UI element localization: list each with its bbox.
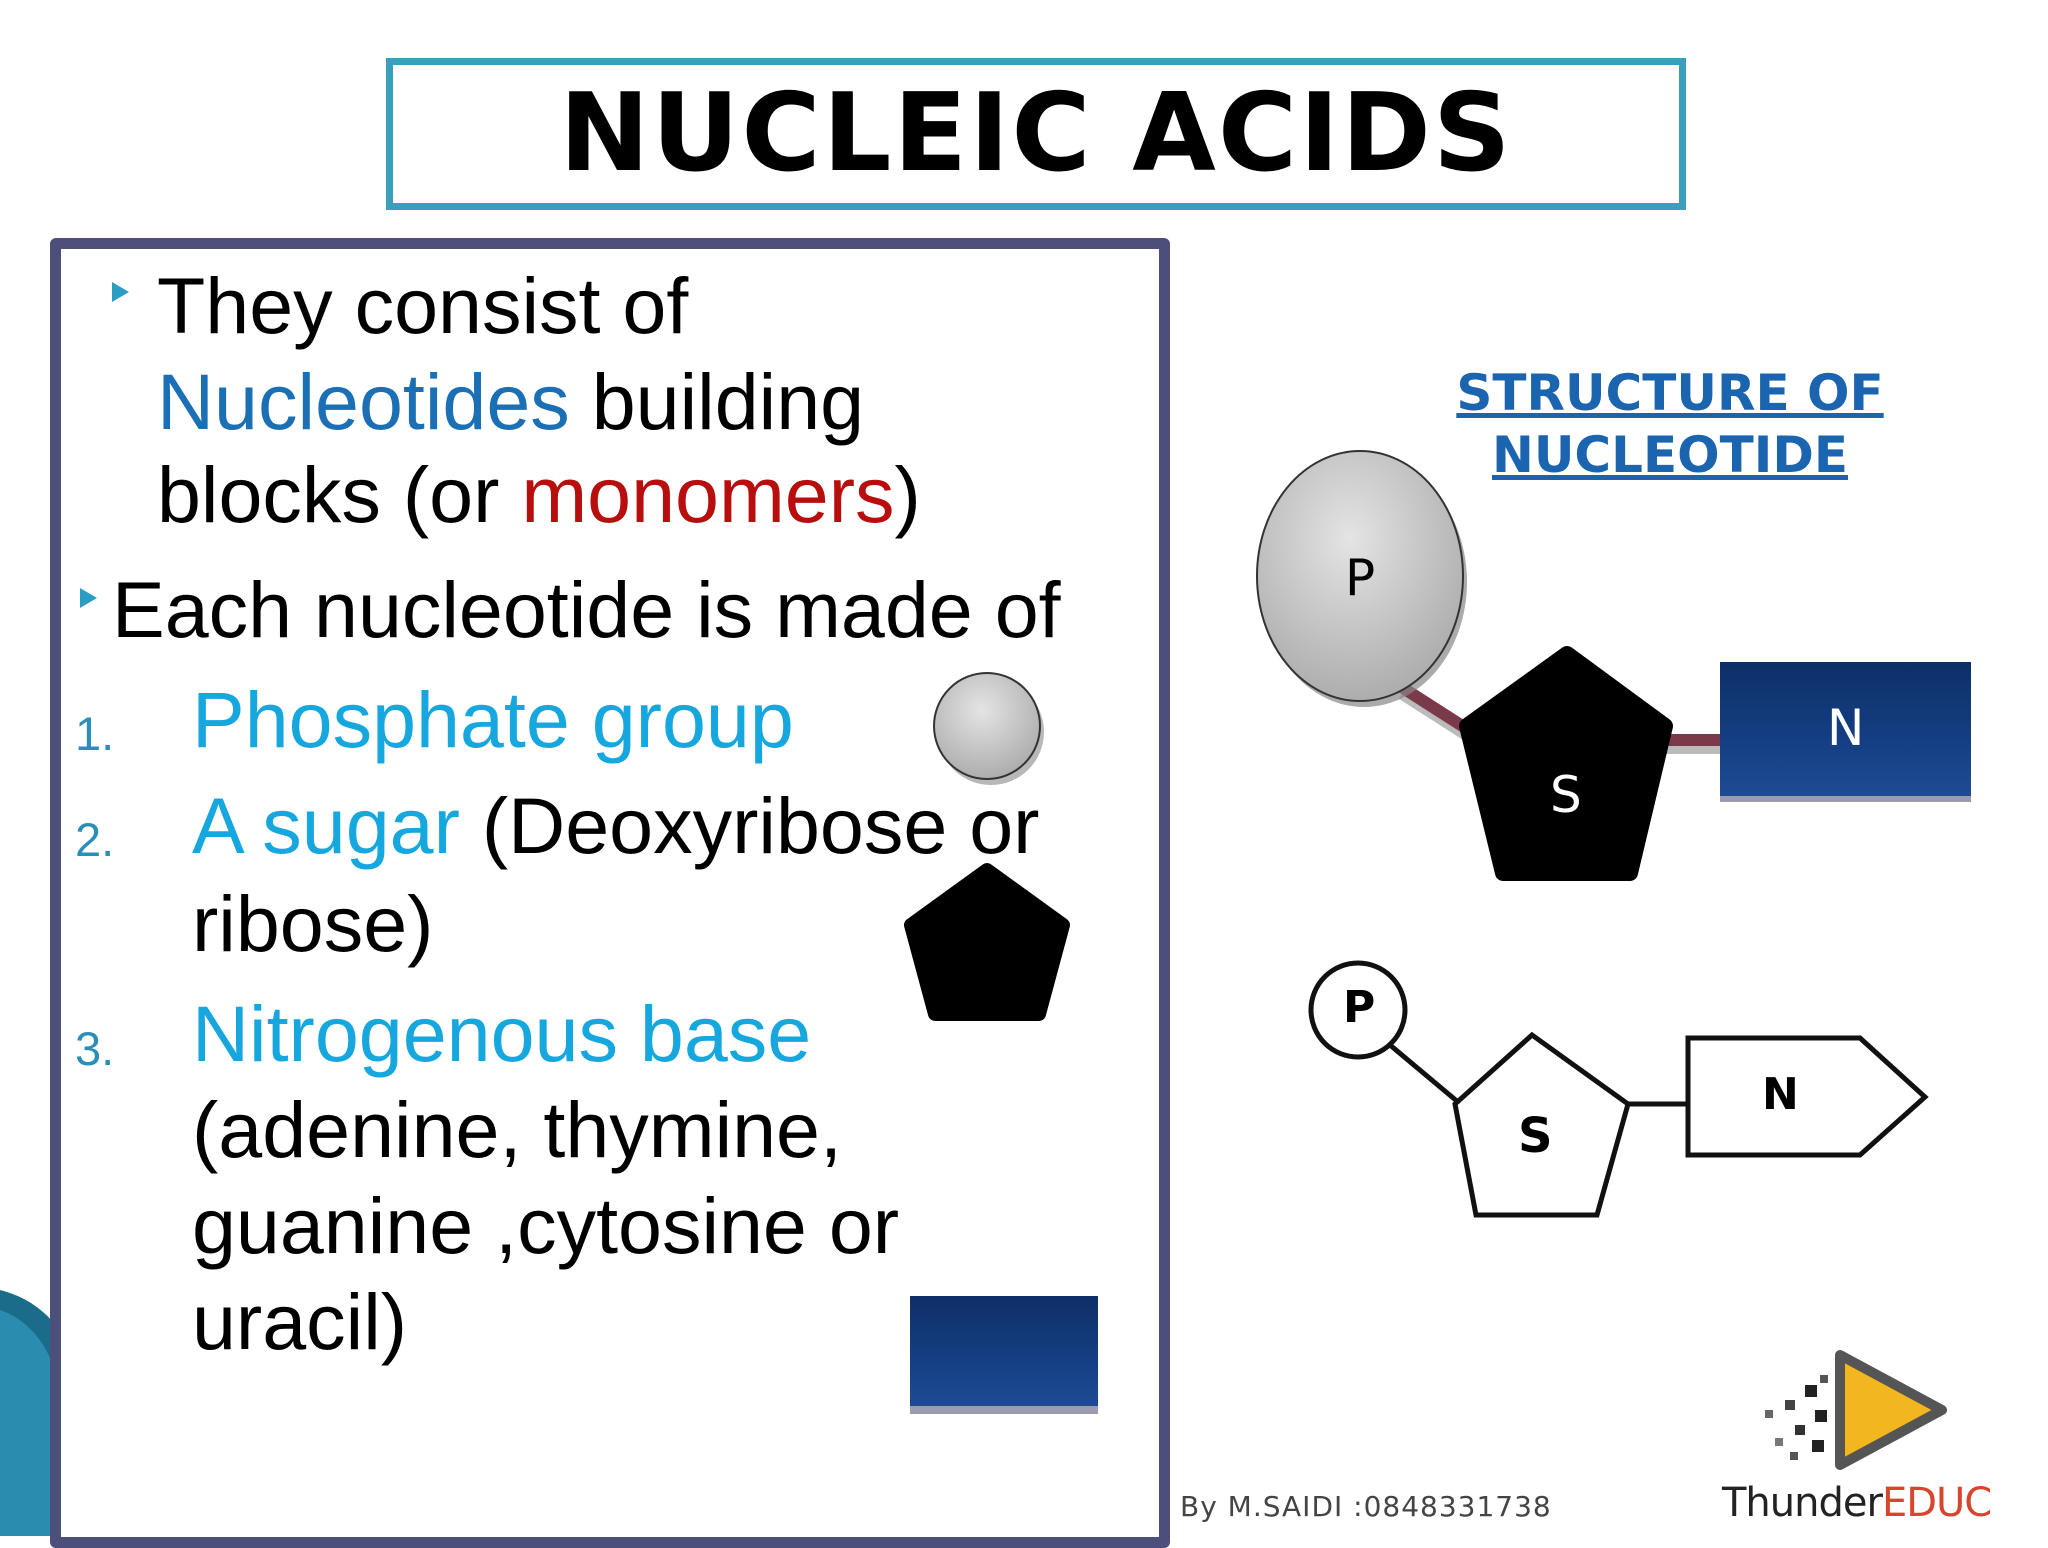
colored-nucleotide-diagram <box>1256 450 1971 881</box>
thundereduc-logo-text: ThunderEDUC <box>1722 1480 1992 1526</box>
component-2-line-2: ribose) <box>192 879 434 968</box>
bullet-1-line-2-rest: building <box>569 357 865 446</box>
list-number: 2. <box>75 813 115 866</box>
bullet-1-line-1: They consist of <box>157 261 689 350</box>
bullet-1-line-3: blocks (or monomers) <box>157 455 921 534</box>
outline-nucleotide-diagram <box>1308 960 1929 1218</box>
outline-phosphate-label: P <box>1343 982 1376 1033</box>
title-box: NUCLEIC ACIDS <box>386 58 1686 210</box>
monomers-term: monomers <box>521 450 895 539</box>
thundereduc-logo-icon <box>1765 1350 1947 1470</box>
component-3-term: Nitrogenous base <box>192 989 812 1078</box>
base-label: N <box>1827 699 1865 757</box>
sugar-label: S <box>1550 766 1582 824</box>
page-title: NUCLEIC ACIDS <box>559 71 1513 196</box>
phosphate-circle-icon <box>933 672 1044 785</box>
logo-text-part-2: EDUC <box>1881 1480 1992 1526</box>
nucleotides-term: Nucleotides <box>157 357 570 446</box>
logo-text-part-1: Thunder <box>1722 1480 1883 1526</box>
component-3-line-2: (adenine, thymine, <box>192 1085 842 1174</box>
component-3-line-3: guanine ,cytosine or <box>192 1181 900 1270</box>
bullet-1-line-3-start: blocks (or <box>157 450 522 539</box>
sugar-pentagon-icon <box>904 863 1070 1021</box>
diagram-heading-line-2: NUCLEOTIDE <box>1491 426 1849 484</box>
bullet-arrow-icon <box>80 588 97 608</box>
component-1-term: Phosphate group <box>192 675 794 764</box>
bullet-1-line-2: Nucleotides building <box>157 362 864 441</box>
component-2-term: A sugar <box>192 781 460 870</box>
component-3-line-4: uracil) <box>192 1277 408 1366</box>
bullet-arrow-icon <box>112 282 129 302</box>
outline-base-label: N <box>1762 1069 1799 1120</box>
outline-sugar-label: S <box>1518 1108 1553 1164</box>
diagram-heading: STRUCTURE OF NUCLEOTIDE <box>1440 362 1900 486</box>
list-number: 3. <box>75 1022 115 1075</box>
component-2-detail: (Deoxyribose or <box>459 781 1040 870</box>
component-2-line-1: A sugar (Deoxyribose or <box>192 786 1039 865</box>
bullet-1-line-3-end: ) <box>894 450 921 539</box>
phosphate-label: P <box>1345 549 1376 607</box>
author-credit: By M.SAIDI :0848331738 <box>1180 1490 1552 1523</box>
list-number: 1. <box>75 707 115 760</box>
bullet-2-text: Each nucleotide is made of <box>112 565 1061 654</box>
base-rectangle-icon <box>910 1296 1098 1414</box>
diagram-heading-line-1: STRUCTURE OF <box>1456 364 1884 422</box>
